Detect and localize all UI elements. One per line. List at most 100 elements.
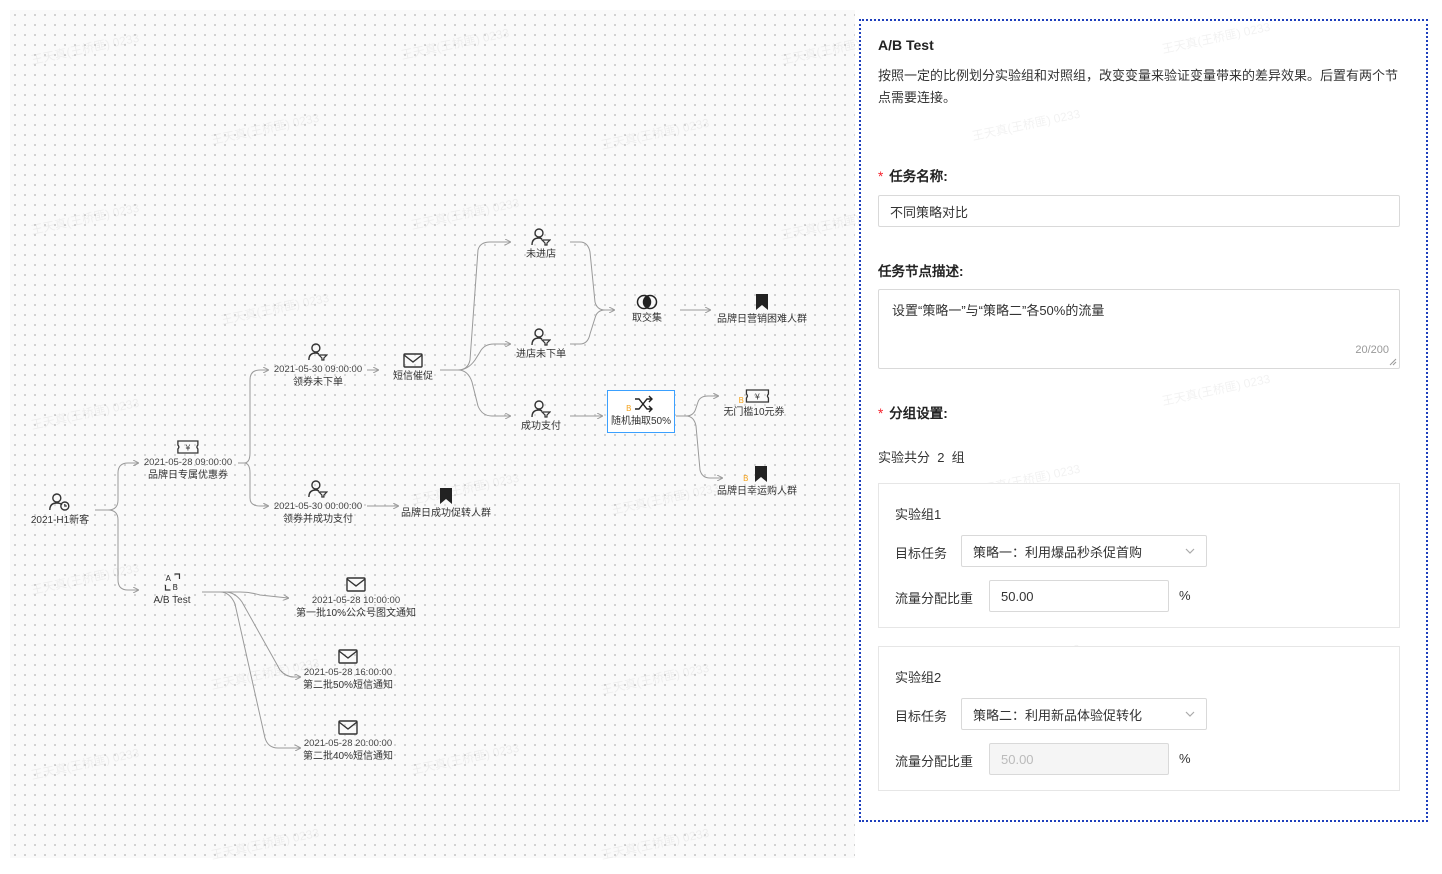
node-time: 2021-05-30 09:00:00	[273, 364, 363, 375]
edge-root-abtest	[95, 509, 138, 590]
edge-random-lucky	[676, 415, 722, 478]
edge-notvisit-intersect	[570, 241, 614, 310]
node-label: 随机抽取50%	[610, 416, 672, 427]
crowd-icon	[31, 492, 89, 512]
required-mark: *	[878, 169, 884, 184]
bookmark-icon	[401, 487, 491, 505]
node-label: 第二批40%短信通知	[302, 751, 394, 762]
experiment-group-1: 实验组1 目标任务 策略一：利用爆品秒杀促首购 流量分配比重 50.00 %	[878, 483, 1400, 628]
ratio-unit: %	[1179, 751, 1191, 766]
mail-icon	[303, 720, 393, 735]
target-task-label: 目标任务	[895, 546, 948, 561]
required-mark: *	[878, 406, 884, 421]
svg-text:B: B	[626, 404, 632, 413]
resize-handle-icon[interactable]	[1389, 358, 1397, 366]
target-task-select[interactable]: 策略一：利用爆品秒杀促首购	[961, 535, 1207, 567]
group-title: 实验组1	[895, 507, 942, 522]
node-label: 领券未下单	[293, 377, 343, 388]
node-label: 品牌日幸运购人群	[717, 486, 797, 497]
coupon-icon: B¥	[723, 388, 784, 405]
edge-random-coupon	[676, 396, 718, 417]
node-label: 未进店	[526, 249, 556, 260]
node-config-panel: 王天真(王桥匪) 0233 王天真(王桥匪) 0233 王天真(王桥匪) 023…	[859, 19, 1428, 822]
node-label: 无门槛10元券	[723, 407, 785, 418]
node-time: 2021-05-28 20:00:00	[303, 738, 393, 749]
node-intersect[interactable]: 取交集	[632, 294, 662, 326]
mail-icon	[393, 353, 433, 368]
edge-ab-notify3	[202, 591, 300, 748]
task-name-label: * 任务名称:	[878, 165, 948, 185]
panel-description: 按照一定的比例划分实验组和对照组，改变变量来验证变量带来的差异效果。后置有两个节…	[878, 68, 1399, 105]
node-label: 进店未下单	[516, 349, 566, 360]
label-text: 任务名称:	[889, 169, 948, 184]
svg-text:A: A	[165, 574, 171, 583]
svg-text:¥: ¥	[754, 393, 759, 402]
node-label: 成功支付	[521, 421, 561, 432]
user-filter-icon	[274, 480, 362, 498]
node-sms-remind[interactable]: 短信催促	[393, 353, 433, 384]
edge-ab-notify2	[202, 591, 300, 677]
node-not-buy[interactable]: 2021-05-30 09:00:00 领券未下单	[274, 343, 362, 390]
node-paid[interactable]: 2021-05-30 00:00:00 领券并成功支付	[274, 480, 362, 527]
node-visit-not-buy[interactable]: 进店未下单	[516, 328, 566, 362]
edge-ab-notify1	[202, 591, 288, 598]
node-time: 2021-05-28 10:00:00	[311, 595, 401, 606]
shuffle-icon: B	[611, 395, 671, 413]
bookmark-icon	[717, 293, 807, 311]
user-filter-icon	[521, 400, 561, 418]
node-label: 品牌日营销困难人群	[717, 314, 807, 325]
flow-canvas[interactable]: 王天真(王桥匪) 0233 王天真(王桥匪) 0233 王天真(王桥匪) 023…	[10, 10, 890, 862]
watermark: 王天真(王桥匪) 0233	[1160, 19, 1272, 57]
node-hard-crowd[interactable]: 品牌日营销困难人群	[717, 293, 807, 327]
node-convert-crowd[interactable]: 品牌日成功促转人群	[401, 487, 491, 521]
node-desc-label: 任务节点描述:	[878, 264, 964, 279]
svg-text:B: B	[743, 474, 749, 483]
node-label: 2021-H1新客	[30, 515, 90, 526]
node-notify-1[interactable]: 2021-05-28 10:00:00 第一批10%公众号图文通知	[296, 577, 416, 621]
select-value: 策略一：利用爆品秒杀促首购	[973, 544, 1143, 560]
node-random-select[interactable]: B 随机抽取50%	[606, 390, 676, 433]
node-label: 取交集	[632, 313, 662, 324]
intersect-icon	[632, 294, 662, 310]
chevron-down-icon	[1185, 548, 1195, 554]
edge-coupon-paid	[238, 462, 268, 506]
node-label: 短信催促	[393, 371, 433, 382]
node-root[interactable]: 2021-H1新客	[31, 492, 89, 528]
node-lucky-crowd[interactable]: B 品牌日幸运购人群	[717, 465, 797, 499]
target-task-label: 目标任务	[895, 709, 948, 724]
node-free-coupon[interactable]: B¥ 无门槛10元券	[723, 388, 785, 420]
ratio-input[interactable]: 50.00	[989, 580, 1169, 612]
edge-root-coupon	[95, 463, 138, 511]
node-notify-3[interactable]: 2021-05-28 20:00:00 第二批40%短信通知	[303, 720, 393, 764]
mail-icon	[296, 577, 416, 592]
task-name-input[interactable]: 不同策略对比	[878, 195, 1400, 227]
node-not-visit[interactable]: 未进店	[526, 228, 556, 262]
char-count: 20/200	[1355, 344, 1389, 356]
ratio-label: 流量分配比重	[895, 754, 974, 769]
user-filter-icon	[274, 343, 362, 361]
node-notify-2[interactable]: 2021-05-28 16:00:00 第二批50%短信通知	[303, 649, 393, 693]
target-task-select[interactable]: 策略二：利用新品体验促转化	[961, 698, 1207, 730]
edge-sms-visit	[440, 344, 510, 371]
watermark: 王天真(王桥匪) 0233	[1160, 371, 1272, 409]
chevron-down-icon	[1185, 711, 1195, 717]
svg-text:¥: ¥	[185, 444, 190, 453]
node-desc-textarea[interactable]: 设置“策略一”与“策略二”各50%的流量 20/200	[878, 289, 1400, 369]
mail-icon	[303, 649, 393, 664]
input-value: 50.00	[1001, 751, 1034, 767]
node-coupon[interactable]: ¥ 2021-05-28 09:00:00 品牌日专属优惠券	[144, 440, 232, 483]
ratio-input-disabled: 50.00	[989, 743, 1169, 775]
select-value: 策略二：利用新品体验促转化	[973, 707, 1143, 723]
node-label: 领券并成功支付	[283, 514, 353, 525]
bookmark-icon: B	[717, 465, 797, 483]
node-paid-success[interactable]: 成功支付	[521, 400, 561, 434]
watermark: 王天真(王桥匪) 0233	[970, 106, 1082, 144]
label-text: 分组设置:	[889, 406, 948, 421]
node-time: 2021-05-28 09:00:00	[143, 457, 233, 468]
group-count-text: 实验共分 2 组	[878, 450, 965, 465]
node-label: 第一批10%公众号图文通知	[295, 608, 417, 619]
edge-sms-paid	[440, 369, 510, 416]
edge-coupon-notbuy	[238, 370, 268, 464]
node-time: 2021-05-28 16:00:00	[303, 667, 393, 678]
